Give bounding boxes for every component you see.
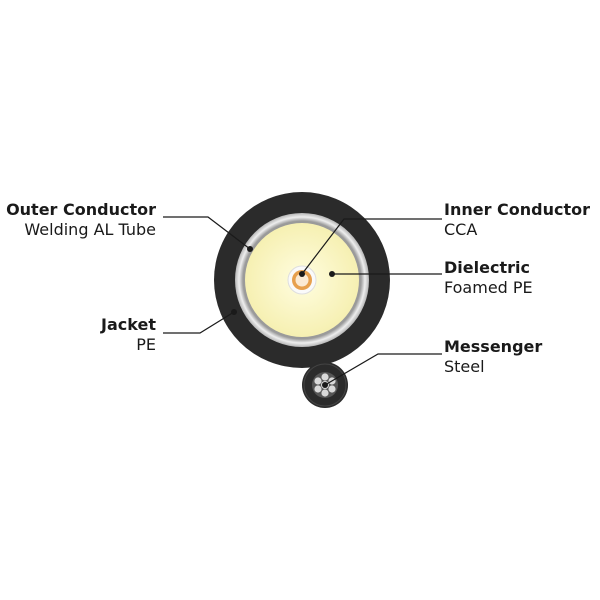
label-outer-conductor: Outer Conductor Welding AL Tube [6, 200, 156, 240]
leader-messenger [324, 353, 442, 386]
jacket-title: Jacket [101, 315, 156, 334]
leader-lines [163, 216, 442, 386]
label-jacket: Jacket PE [101, 315, 156, 355]
outer-conductor-sub: Welding AL Tube [24, 220, 156, 239]
leader-jacket [163, 311, 235, 334]
inner-conductor-title: Inner Conductor [444, 200, 591, 219]
label-inner-conductor: Inner Conductor CCA [444, 200, 590, 240]
label-messenger: Messenger Steel [444, 337, 542, 377]
dielectric-sub: Foamed PE [444, 278, 533, 297]
messenger-sub: Steel [444, 357, 485, 376]
jacket-sub: PE [136, 335, 156, 354]
messenger-title: Messenger [444, 337, 543, 356]
leader-dots [231, 246, 335, 388]
dielectric-title: Dielectric [444, 258, 530, 277]
inner-conductor-core [287, 265, 317, 295]
leader-inner-conductor [301, 218, 442, 275]
outer-conductor-title: Outer Conductor [6, 200, 156, 219]
leader-outer-conductor [163, 216, 251, 250]
inner-conductor-sub: CCA [444, 220, 478, 239]
label-dielectric: Dielectric Foamed PE [444, 258, 533, 298]
